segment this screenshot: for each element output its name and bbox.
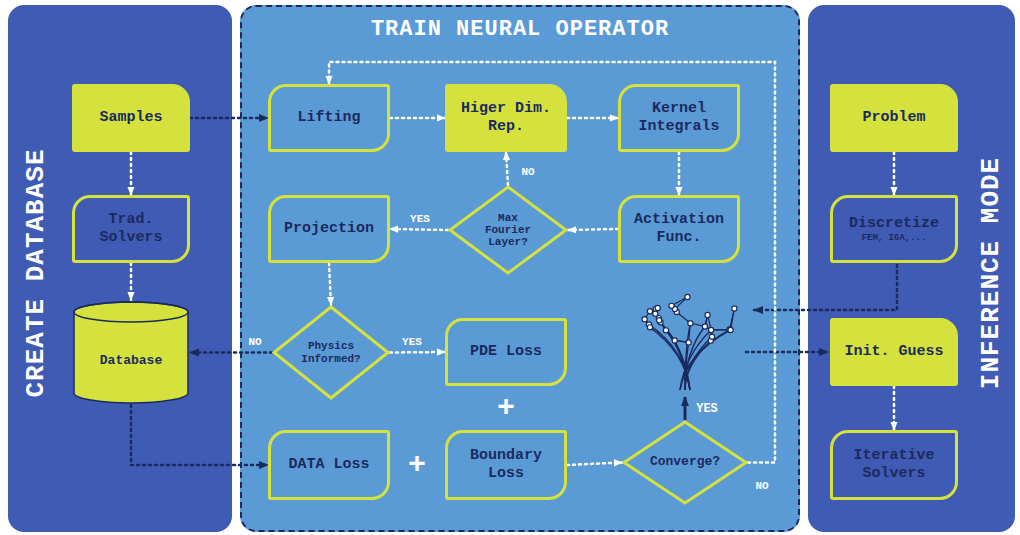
label-holder: NO: [754, 476, 769, 494]
node-label: Database: [100, 353, 162, 369]
node-label: Activation Func.: [627, 211, 731, 247]
flow-arrow: [506, 152, 508, 185]
flow-arrow: [329, 62, 775, 463]
plus-sign: +: [408, 448, 426, 482]
process-box: Higer Dim. Rep.: [445, 84, 567, 152]
node-label: Projection: [284, 220, 374, 238]
edge-label: NO: [520, 166, 535, 178]
label-holder: NO: [247, 332, 262, 350]
process-box: Activation Func.: [618, 195, 740, 263]
decision-diamond: Max Fourier Layer?: [448, 185, 568, 275]
label-holder: YES: [401, 332, 423, 350]
flow-arrow: [567, 117, 618, 120]
loss-box: PDE Loss: [445, 318, 567, 386]
decision-diamond: Converge?: [622, 420, 748, 505]
edge-label: NO: [754, 480, 769, 492]
node-label: PDE Loss: [470, 343, 542, 361]
yes-label: YES: [696, 402, 718, 416]
flow-arrow: [390, 351, 445, 354]
flow-arrow: [390, 229, 448, 230]
node-sublabel: FEM, IGA,...: [862, 233, 927, 244]
database-panel: CREATE DATABASE SamplesTrad. SolversDatab…: [8, 5, 232, 532]
yes-arrow: [684, 397, 687, 420]
flow-arrow: [131, 405, 268, 465]
node-label: Lifting: [297, 109, 360, 127]
node-label: Init. Guess: [844, 343, 943, 361]
flow-arrow: [893, 152, 896, 195]
flow-arrow: [190, 351, 272, 354]
flow-arrow: [390, 117, 445, 120]
node-label: Converge?: [637, 455, 733, 469]
problem-box: Problem: [830, 84, 958, 152]
label-holder: NO: [520, 162, 535, 180]
edge-label: YES: [401, 336, 423, 348]
loss-box: Boundary Loss: [445, 430, 567, 500]
label-holder: YES: [409, 209, 431, 227]
inference-panel: INFERENCE MODE ProblemDiscretizeFEM, IGA,…: [808, 5, 1015, 532]
flow-arrow: [130, 263, 133, 300]
node-label: Problem: [862, 109, 925, 127]
label-holder: +: [497, 391, 515, 425]
flow-arrow: [893, 386, 896, 430]
node-label: Physics Informed?: [291, 340, 371, 364]
process-box: DiscretizeFEM, IGA,...: [830, 195, 958, 263]
flow-arrow: [567, 463, 622, 466]
guess-box: Init. Guess: [830, 318, 958, 386]
node-label: Iterative Solvers: [839, 447, 949, 483]
node-label: Max Fourier Layer?: [473, 212, 543, 248]
flow-arrow: [568, 229, 618, 230]
sample-box: Samples: [72, 84, 190, 152]
database-cylinder: Database: [72, 300, 190, 405]
node-label: Samples: [99, 109, 162, 127]
process-box: Projection: [268, 195, 390, 263]
training-panel: TRAIN NEURAL OPERATOR Lifting Higer Dim. R…: [240, 5, 800, 532]
edge-label: NO: [247, 336, 262, 348]
cylinder-outline: [72, 300, 190, 405]
label-holder: +: [408, 448, 426, 482]
neural-network-icon: [642, 294, 737, 390]
label-holder: YES: [696, 399, 718, 417]
panel-title: TRAIN NEURAL OPERATOR: [242, 17, 798, 43]
flow-arrow: [678, 152, 681, 195]
loss-box: DATA Loss: [268, 430, 390, 500]
edge-label: YES: [409, 213, 431, 225]
solver-box: Iterative Solvers: [830, 430, 958, 500]
node-label: Higer Dim. Rep.: [454, 100, 558, 136]
plus-sign: +: [497, 391, 515, 425]
flow-arrow: [190, 117, 268, 120]
panel-title: CREATE DATABASE: [21, 33, 51, 513]
solver-box: Trad. Solvers: [72, 195, 190, 263]
node-label: Kernel Integrals: [627, 100, 731, 136]
panel-title: INFERENCE MODE: [976, 33, 1006, 513]
node-label: Boundary Loss: [454, 447, 558, 483]
network-to-guess: [746, 351, 828, 354]
flow-arrow: [130, 152, 133, 195]
process-box: Kernel Integrals: [618, 84, 740, 152]
flow-arrow: [329, 263, 331, 305]
process-box: Lifting: [268, 84, 390, 152]
node-label: Discretize: [849, 215, 939, 233]
node-label: DATA Loss: [288, 456, 369, 474]
decision-diamond: Physics Informed?: [272, 305, 390, 400]
node-label: Trad. Solvers: [81, 211, 181, 247]
